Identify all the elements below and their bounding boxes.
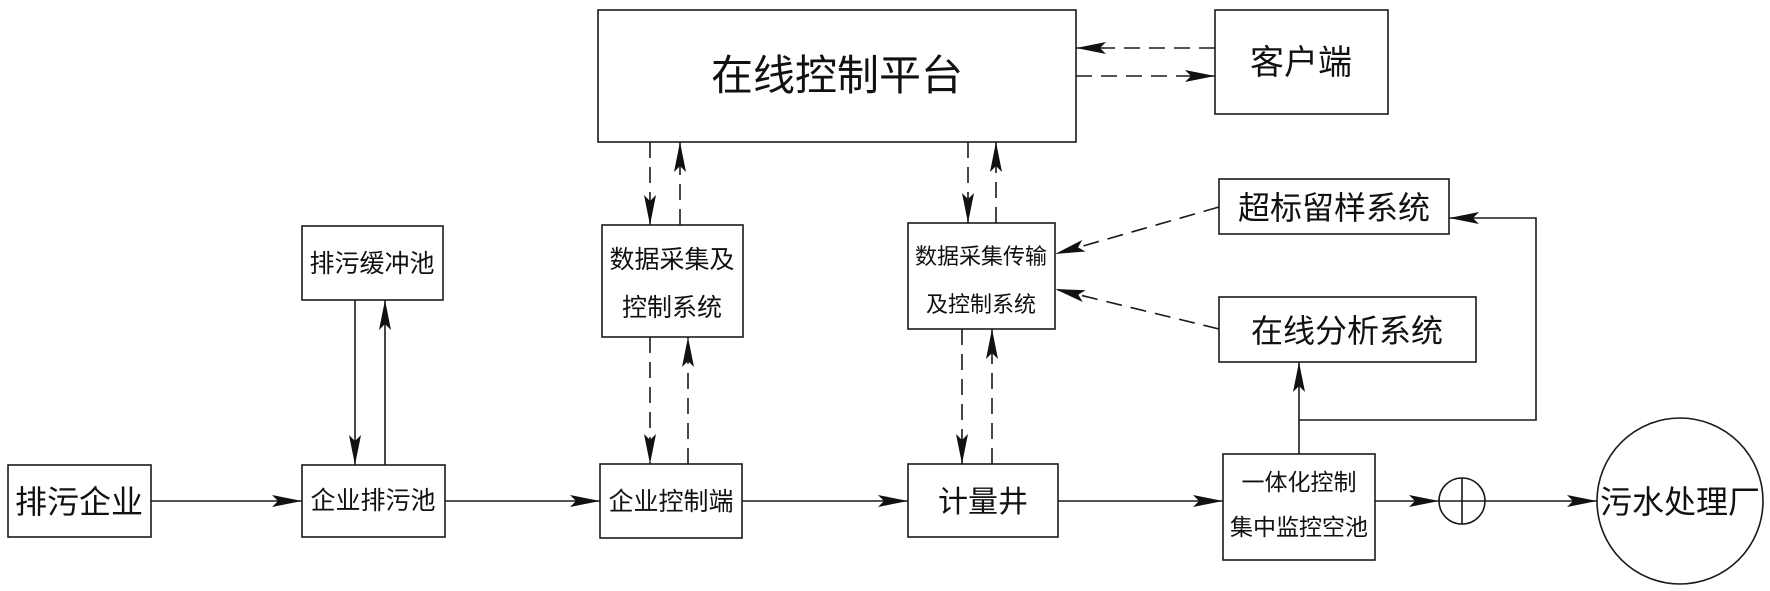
arrow-analysis-to-daq2 <box>1054 288 1220 330</box>
enterprise-pool-label: 企业排污池 <box>310 486 435 515</box>
data-flow-arrows <box>644 42 1220 464</box>
metering-well-label: 计量井 <box>938 485 1028 520</box>
node-metering-well: 计量井 <box>907 463 1059 538</box>
analysis-feed-arrows <box>1293 212 1537 454</box>
integrated-pool-line-2: 集中监控空池 <box>1230 515 1368 541</box>
node-polluting-enterprise: 排污企业 <box>7 464 152 538</box>
treatment-plant-label: 污水处理厂 <box>1600 483 1760 521</box>
node-integrated-pool: 一体化控制 集中监控空池 <box>1222 453 1376 561</box>
node-treatment-plant: 污水处理厂 <box>1596 417 1764 585</box>
node-daq-control-1: 数据采集及 控制系统 <box>601 224 744 338</box>
integrated-pool-line-1: 一体化控制 <box>1242 470 1357 496</box>
node-excess-sampling: 超标留样系统 <box>1218 178 1450 235</box>
node-client: 客户端 <box>1214 9 1389 115</box>
node-online-analysis: 在线分析系统 <box>1218 296 1477 363</box>
node-enterprise-pool: 企业排污池 <box>301 464 446 538</box>
junction-symbol <box>1438 477 1486 525</box>
node-buffer-pool: 排污缓冲池 <box>301 225 444 301</box>
node-enterprise-control: 企业控制端 <box>599 463 743 539</box>
daq-control-2-line-2: 及控制系统 <box>926 293 1036 318</box>
enterprise-control-label: 企业控制端 <box>608 487 733 516</box>
daq-control-1-line-2: 控制系统 <box>622 293 722 322</box>
daq-control-2-line-1: 数据采集传输 <box>915 245 1047 270</box>
online-analysis-label: 在线分析系统 <box>1251 312 1443 350</box>
buffer-pool-label: 排污缓冲池 <box>309 249 434 278</box>
online-platform-label: 在线控制平台 <box>711 51 963 100</box>
client-label: 客户端 <box>1250 43 1352 83</box>
node-daq-control-2: 数据采集传输 及控制系统 <box>907 222 1056 330</box>
daq-control-1-line-1: 数据采集及 <box>609 245 734 274</box>
excess-sampling-label: 超标留样系统 <box>1238 189 1430 227</box>
buffer-pool-arrows <box>349 300 391 465</box>
arrow-integrated-to-sampling <box>1299 212 1537 421</box>
node-online-platform: 在线控制平台 <box>597 9 1077 143</box>
arrow-sampling-to-daq2 <box>1054 206 1220 255</box>
polluting-enterprise-label: 排污企业 <box>15 483 143 521</box>
